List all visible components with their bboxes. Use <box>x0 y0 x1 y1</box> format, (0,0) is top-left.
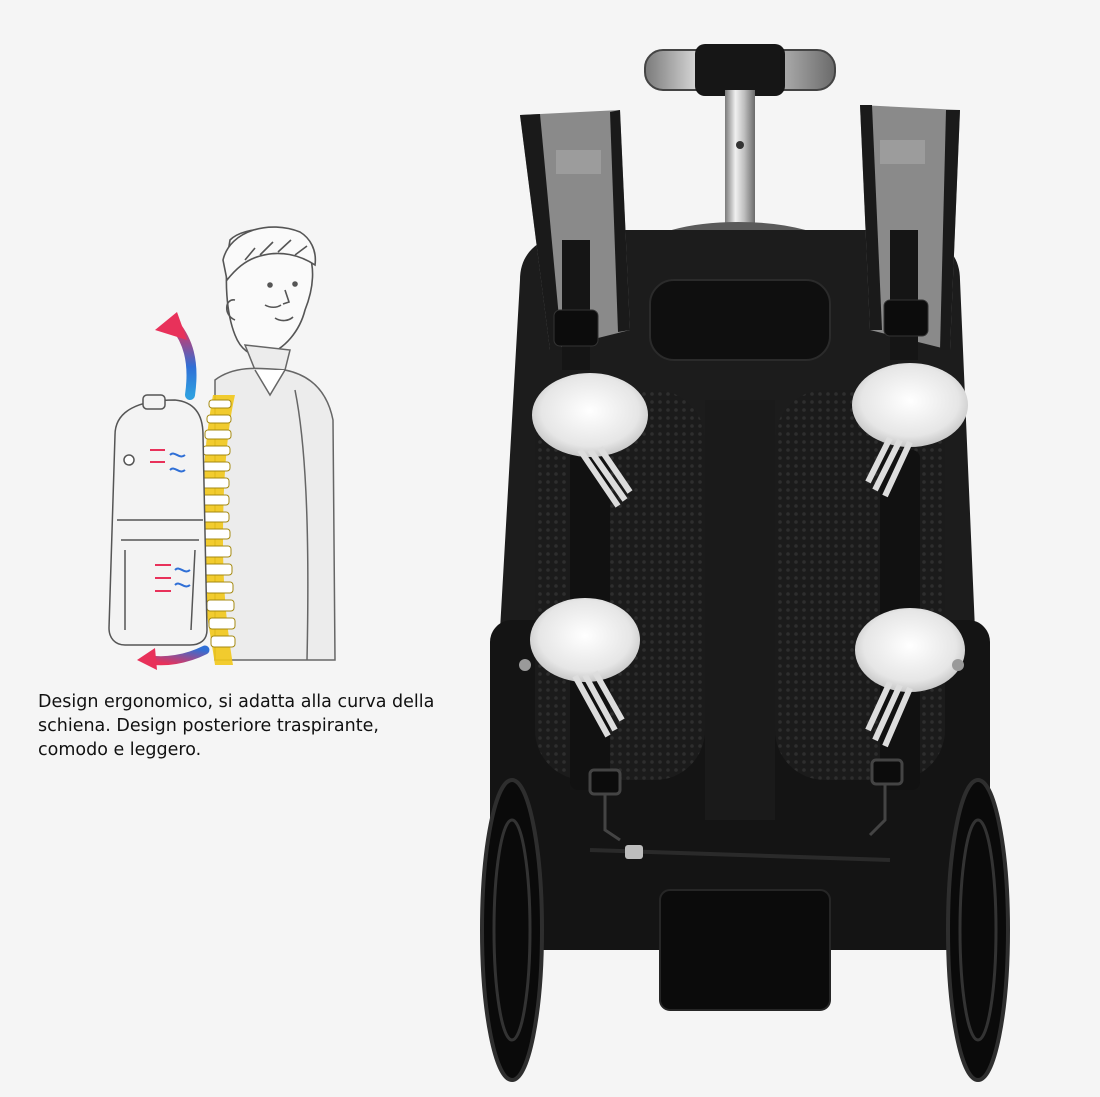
airflow-cloud-icon-4 <box>855 608 965 748</box>
person-with-backpack-illustration <box>108 226 336 670</box>
large-airflow-arrow-bottom <box>137 645 210 670</box>
rolling-backpack-back-view <box>480 44 1010 1082</box>
backpack-sketch <box>108 394 208 646</box>
shoulder-strap-left <box>520 110 630 370</box>
spine-illustration <box>200 395 236 665</box>
wheel-left <box>480 778 544 1082</box>
large-airflow-arrow-up <box>155 312 197 400</box>
head-sketch <box>222 226 317 357</box>
airflow-arrows <box>150 449 191 592</box>
shoulder-strap-right <box>860 105 960 360</box>
airflow-cloud-icon-2 <box>852 363 968 498</box>
bottom-plate <box>659 889 831 1011</box>
zipper-pull <box>625 845 643 859</box>
body-sketch <box>214 344 336 661</box>
airflow-cloud-icon-1 <box>532 373 648 508</box>
lower-buckles <box>588 758 904 842</box>
feature-caption: Design ergonomico, si adatta alla curva … <box>38 690 508 762</box>
airflow-cloud-icon-3 <box>530 598 640 738</box>
caption-line-3: comodo e leggero. <box>38 740 202 760</box>
caption-line-2: schiena. Design posteriore traspirante, <box>38 716 379 736</box>
wheel-right <box>946 778 1010 1082</box>
caption-line-1: Design ergonomico, si adatta alla curva … <box>38 692 435 712</box>
